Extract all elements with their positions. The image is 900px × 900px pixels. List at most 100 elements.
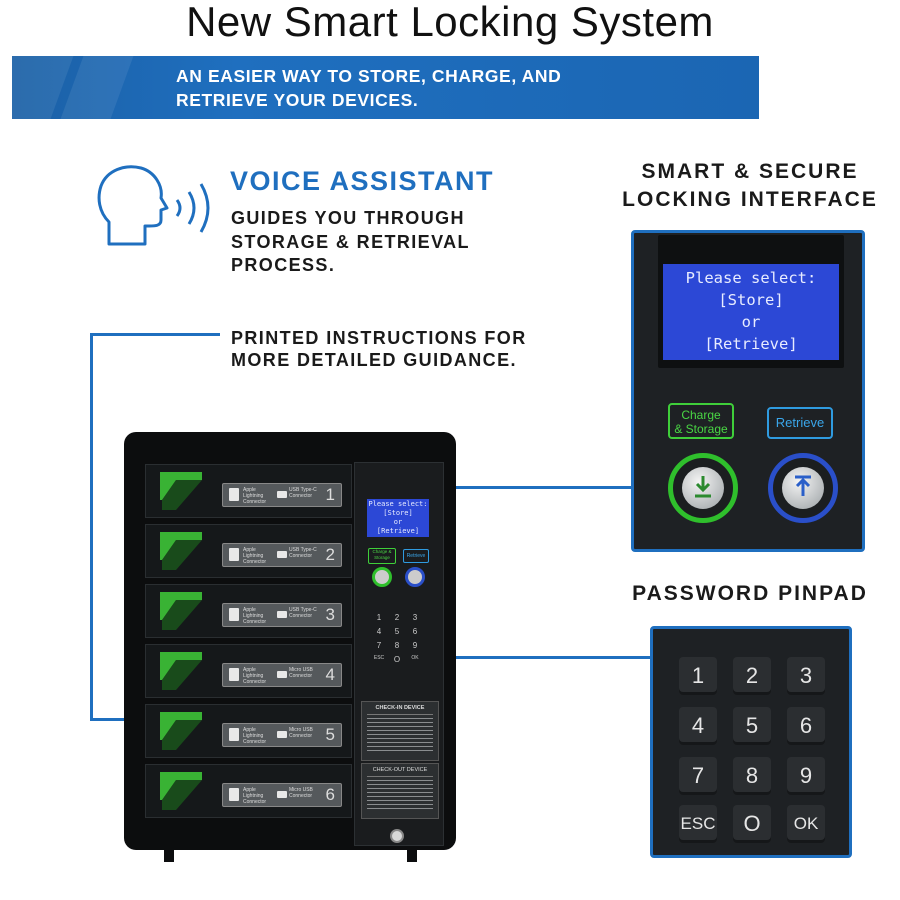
storage-arrow-icon	[695, 476, 711, 498]
usb-icon	[277, 731, 287, 738]
usb-icon	[277, 491, 287, 498]
voice-assistant-title: VOICE ASSISTANT	[230, 166, 495, 196]
locker-light-icon	[160, 592, 202, 630]
voice-line-2: STORAGE & RETRIEVAL	[231, 231, 470, 252]
mini-lcd-line-3: or	[393, 518, 403, 526]
pinpad-key-9[interactable]: 9	[787, 757, 825, 795]
leader-line-interface	[446, 486, 632, 489]
checkin-title: CHECK-IN DEVICE	[375, 705, 425, 711]
apple-icon	[229, 488, 239, 501]
locker-door[interactable]: Apple Lightning Connector USB Type-C Conn…	[145, 524, 352, 578]
pinpad-key-o[interactable]: O	[733, 805, 771, 843]
locker-number: 5	[325, 725, 335, 744]
pinpad-key-2[interactable]: 2	[733, 657, 771, 695]
banner-line-1: AN EASIER WAY TO STORE, CHARGE, AND	[176, 66, 562, 86]
mini-charge-label: Charge & Storage	[368, 548, 396, 564]
pinpad-heading: PASSWORD PINPAD	[632, 582, 868, 605]
checkout-steps	[367, 776, 433, 809]
cabinet-foot-left	[164, 850, 174, 862]
mini-key-o[interactable]: O	[393, 655, 401, 664]
usb-icon	[277, 791, 287, 798]
head-voice-icon	[97, 165, 210, 246]
checkout-title: CHECK-OUT DEVICE	[372, 767, 428, 773]
usb-icon	[277, 611, 287, 618]
checkin-instructions-card: CHECK-IN DEVICE	[361, 701, 439, 761]
lcd-line-3: or	[741, 313, 761, 331]
connector-right-label: USB Type-C Connector	[289, 547, 317, 559]
voice-line-3: PROCESS.	[231, 255, 336, 275]
connector-left-label: Apple Lightning Connector	[243, 487, 267, 505]
locker-connector-plate: Apple Lightning Connector USB Type-C Conn…	[222, 483, 342, 507]
instructions-line-2: MORE DETAILED GUIDANCE.	[231, 350, 517, 370]
mini-key-3[interactable]: 3	[412, 613, 418, 622]
connector-right-label: USB Type-C Connector	[289, 487, 317, 499]
pinpad-key-5[interactable]: 5	[733, 707, 771, 745]
retrieve-label: Retrieve	[767, 407, 833, 439]
mini-key-2[interactable]: 2	[394, 613, 400, 622]
mini-key-4[interactable]: 4	[376, 627, 382, 636]
banner-text: AN EASIER WAY TO STORE, CHARGE, AND RETR…	[176, 64, 561, 112]
pinpad-key-3[interactable]: 3	[787, 657, 825, 695]
checkout-instructions-card: CHECK-OUT DEVICE	[361, 763, 439, 819]
usb-icon	[277, 671, 287, 678]
pinpad-key-esc[interactable]: ESC	[679, 805, 717, 843]
connector-left-label: Apple Lightning Connector	[243, 547, 267, 565]
printed-instructions-text: PRINTED INSTRUCTIONS FOR MORE DETAILED G…	[231, 327, 527, 371]
locker-light-icon	[160, 652, 202, 690]
apple-icon	[229, 608, 239, 621]
leader-line-pinpad	[446, 656, 652, 659]
mini-key-9[interactable]: 9	[412, 641, 418, 650]
pinpad-key-6[interactable]: 6	[787, 707, 825, 745]
interface-heading: SMART & SECURE LOCKING INTERFACE	[600, 158, 900, 214]
checkin-steps	[367, 714, 433, 751]
locker-number: 6	[325, 785, 335, 804]
usb-icon	[277, 551, 287, 558]
pinpad-key-8[interactable]: 8	[733, 757, 771, 795]
pinpad-key-ok[interactable]: OK	[787, 805, 825, 843]
lcd-line-2: [Store]	[718, 291, 784, 309]
mini-key-7[interactable]: 7	[376, 641, 382, 650]
mini-lcd-line-1: Please select:	[368, 500, 428, 508]
mini-key-5[interactable]: 5	[394, 627, 400, 636]
cabinet-mini-lcd: Please select: [Store] or [Retrieve]	[367, 499, 429, 537]
mini-key-1[interactable]: 1	[376, 613, 382, 622]
banner-line-2: RETRIEVE YOUR DEVICES.	[176, 90, 419, 110]
locker-number: 3	[325, 605, 335, 624]
locker-light-icon	[160, 712, 202, 750]
locking-interface-panel: Please select: [Store] or [Retrieve] Cha…	[631, 230, 865, 552]
locker-number: 4	[325, 665, 335, 684]
charge-storage-label: Charge & Storage	[668, 403, 734, 439]
pinpad-key-7[interactable]: 7	[679, 757, 717, 795]
pinpad-key-1[interactable]: 1	[679, 657, 717, 695]
mini-key-8[interactable]: 8	[394, 641, 400, 650]
cabinet-key-lock[interactable]	[390, 829, 404, 843]
mini-retrieve-button[interactable]	[405, 567, 425, 587]
voice-assistant-description: GUIDES YOU THROUGH STORAGE & RETRIEVAL P…	[231, 207, 470, 278]
storage-charge-button[interactable]	[668, 453, 738, 523]
locker-light-icon	[160, 772, 202, 810]
locker-number: 2	[325, 545, 335, 564]
voice-line-1: GUIDES YOU THROUGH	[231, 208, 465, 228]
locker-door[interactable]: Apple Lightning Connector USB Type-C Conn…	[145, 464, 352, 518]
mini-key-6[interactable]: 6	[412, 627, 418, 636]
mini-storage-button[interactable]	[372, 567, 392, 587]
retrieve-arrow-icon	[795, 475, 811, 496]
pinpad-key-4[interactable]: 4	[679, 707, 717, 745]
charge-label-line-1: Charge	[681, 408, 721, 422]
lcd-line-1: Please select:	[685, 269, 817, 287]
page-title: New Smart Locking System	[186, 0, 714, 45]
locker-light-icon	[160, 472, 202, 510]
mini-key-ok[interactable]: OK	[411, 655, 419, 661]
mini-retrieve-label: Retrieve	[403, 549, 429, 563]
mini-key-esc[interactable]: ESC	[373, 655, 385, 661]
retrieve-button[interactable]	[768, 453, 838, 523]
